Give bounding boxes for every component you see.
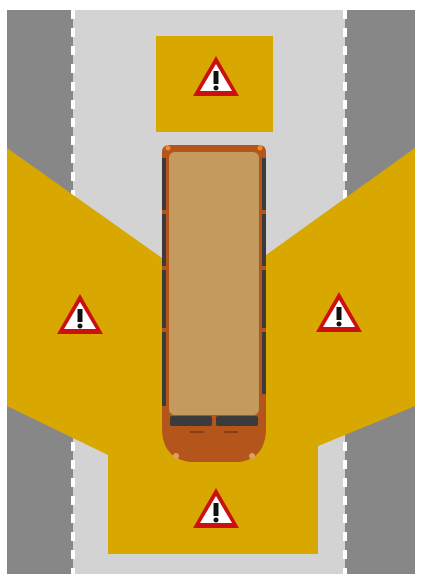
bus-door — [162, 392, 166, 406]
warning-triangle-icon — [57, 294, 103, 334]
bus-window-right-3 — [262, 270, 266, 328]
bus-window-left-4 — [162, 332, 166, 394]
bus-window-left-1 — [162, 158, 166, 210]
warning-triangle-icon — [193, 488, 239, 528]
bus-rear-light-left — [165, 145, 171, 151]
bus-rear-light-right — [257, 145, 263, 151]
warning-triangle-icon — [193, 56, 239, 96]
bus-window-right-1 — [262, 158, 266, 210]
danger-zone-left — [7, 148, 162, 455]
bus-windshield-right — [216, 416, 258, 426]
bus-headlight-right — [249, 453, 255, 459]
bus-windshield-left — [170, 416, 212, 426]
bus-roof — [169, 152, 259, 415]
bus-window-left-2 — [162, 214, 166, 266]
bus-headlight-left — [173, 453, 179, 459]
bus-window-right-4 — [262, 332, 266, 394]
bus — [162, 145, 266, 462]
bus-window-left-3 — [162, 270, 166, 328]
warning-triangle-icon — [316, 292, 362, 332]
bus-window-right-2 — [262, 214, 266, 266]
